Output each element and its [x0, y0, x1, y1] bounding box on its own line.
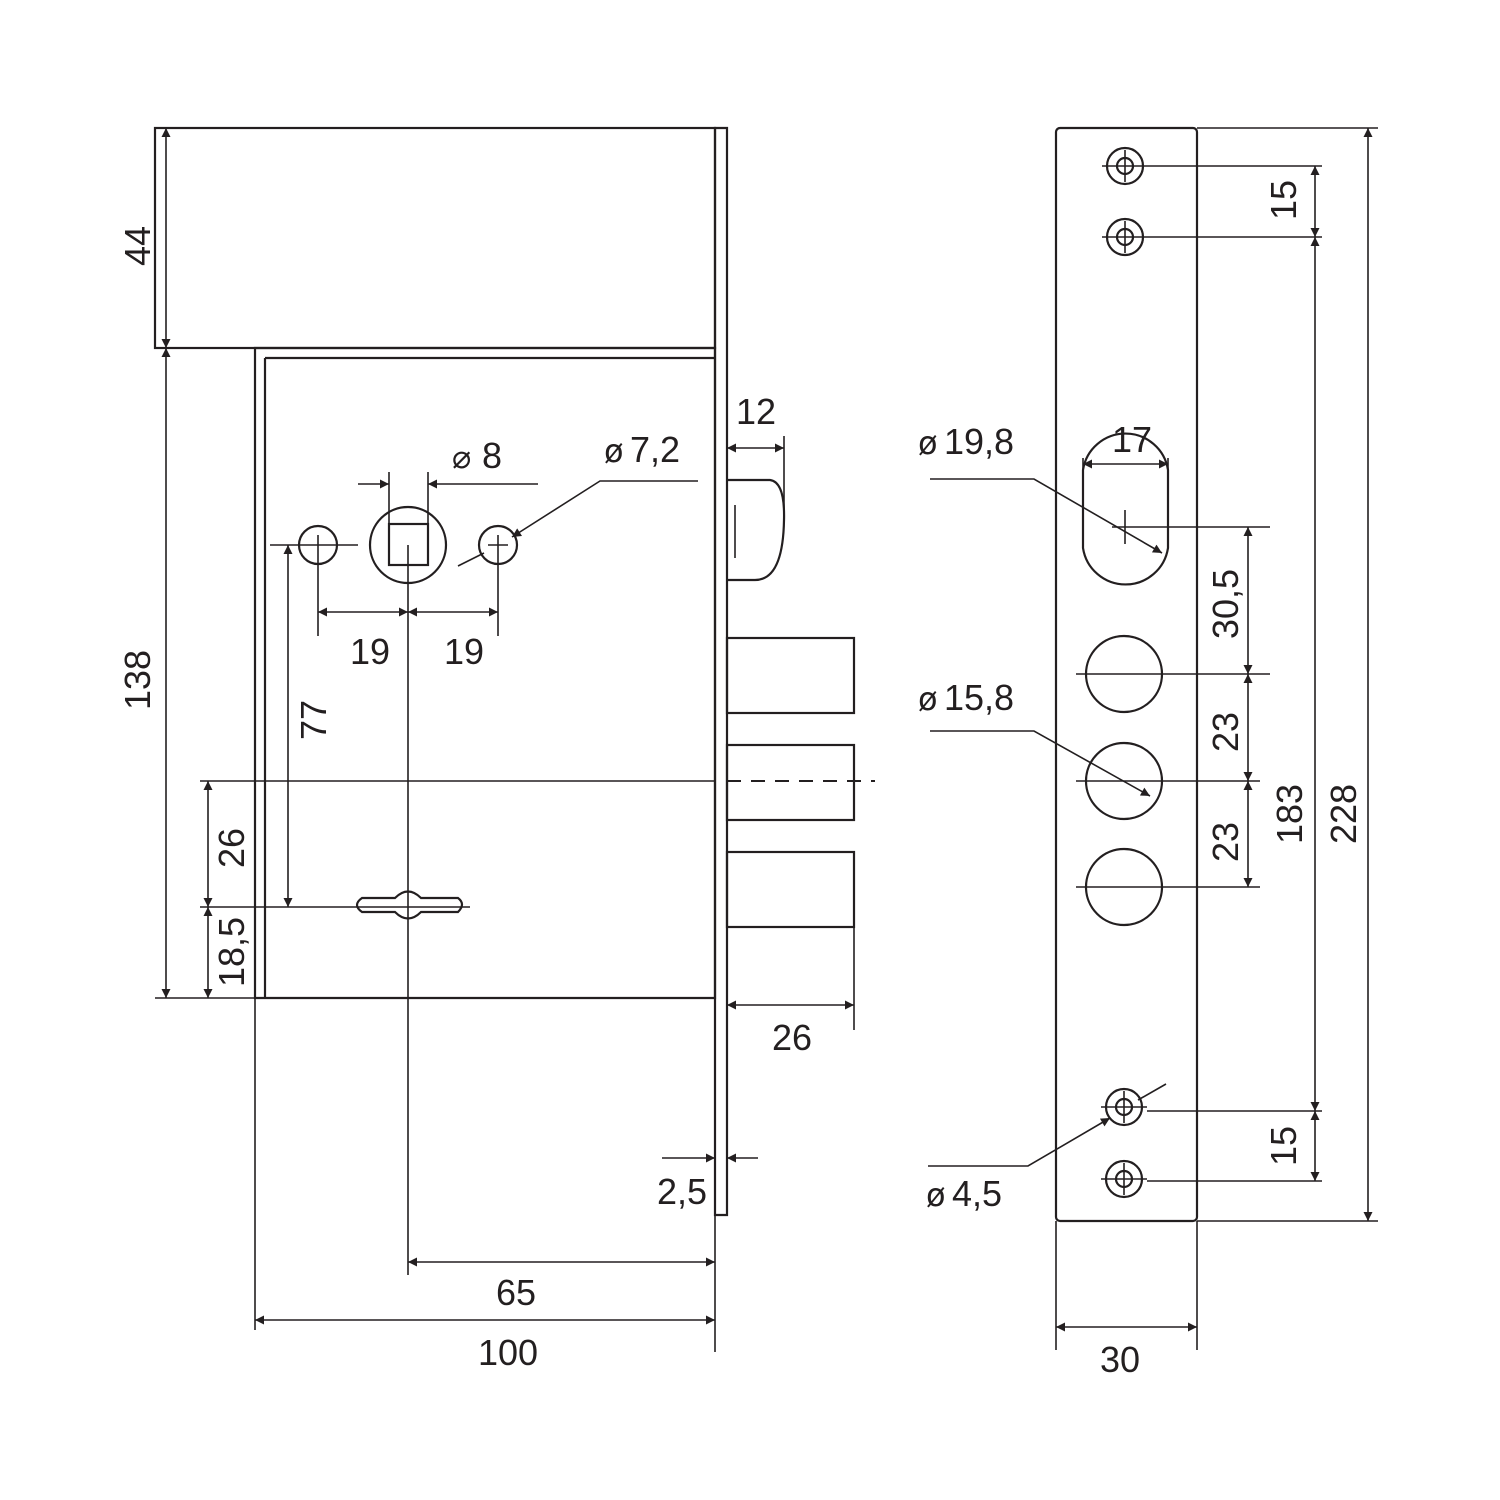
faceplate-front — [713, 126, 729, 1217]
dim-latch-to-bolt: 30,5 — [1205, 569, 1246, 639]
bolt-top — [725, 636, 856, 715]
dim-faceplate-width: 30 — [1100, 1339, 1140, 1380]
screw-hole-top-1 — [1102, 146, 1148, 186]
dim-bolt-hole-dia: ø 15,8 — [918, 677, 1014, 718]
dim-bottom-screw-spacing: 15 — [1263, 1126, 1304, 1166]
svg-text:8: 8 — [482, 435, 502, 476]
bolt-bottom — [725, 850, 856, 929]
svg-text:ø: ø — [926, 1176, 946, 1214]
svg-text:19,8: 19,8 — [944, 421, 1014, 462]
dim-faceplate-thickness: 2,5 — [657, 1171, 707, 1212]
dim-bolt-spacing-2: 23 — [1205, 822, 1246, 862]
front-view: 44 138 77 26 18,5 19 19 ⌀ 8 ø 7,2 — [117, 126, 875, 1373]
dim-key-to-bolt: 26 — [211, 828, 252, 868]
screw-hole-top-2 — [1102, 217, 1148, 257]
top-housing — [153, 126, 717, 350]
dim-top-screw-spacing: 15 — [1263, 180, 1304, 220]
svg-text:⌀: ⌀ — [452, 438, 471, 476]
case-inner-edge — [263, 356, 715, 998]
dim-case-width: 100 — [478, 1332, 538, 1373]
dim-latch-projection: 12 — [736, 391, 776, 432]
dim-handle-to-key: 77 — [293, 700, 334, 740]
dim-screw-span: 183 — [1269, 784, 1310, 844]
svg-text:ø: ø — [918, 424, 938, 462]
bolt-middle — [725, 743, 856, 822]
svg-text:4,5: 4,5 — [952, 1173, 1002, 1214]
dim-spacing-right: 19 — [444, 631, 484, 672]
svg-text:15,8: 15,8 — [944, 677, 1014, 718]
dim-faceplate-length: 228 — [1323, 784, 1364, 844]
dim-spindle-square: ⌀ 8 — [452, 435, 502, 476]
cylinder-hole — [1081, 432, 1170, 586]
dim-backset: 65 — [496, 1272, 536, 1313]
screw-hole-bottom-1 — [1101, 1087, 1147, 1127]
svg-text:ø: ø — [604, 432, 624, 470]
dim-height-body: 138 — [117, 650, 158, 710]
dim-bolt-projection: 26 — [772, 1017, 812, 1058]
dim-key-to-bottom: 18,5 — [211, 917, 252, 987]
dim-height-top: 44 — [117, 226, 158, 266]
dim-spacing-left: 19 — [350, 631, 390, 672]
dim-screw-dia: ø 4,5 — [926, 1173, 1002, 1214]
dim-cylinder-hole-dia: ø 19,8 — [918, 421, 1014, 462]
side-view: 15 183 15 228 30,5 23 23 17 ø 19,8 ø 15 — [918, 126, 1378, 1380]
latch — [727, 478, 786, 582]
keyhole — [355, 890, 464, 920]
dim-screw-hole-dia: ø 7,2 — [604, 429, 680, 470]
screw-hole-bottom-2 — [1101, 1159, 1147, 1199]
dim-bolt-spacing-1: 23 — [1205, 712, 1246, 752]
dim-cylinder-hole-width: 17 — [1112, 419, 1152, 460]
svg-text:ø: ø — [918, 680, 938, 718]
svg-text:7,2: 7,2 — [630, 429, 680, 470]
